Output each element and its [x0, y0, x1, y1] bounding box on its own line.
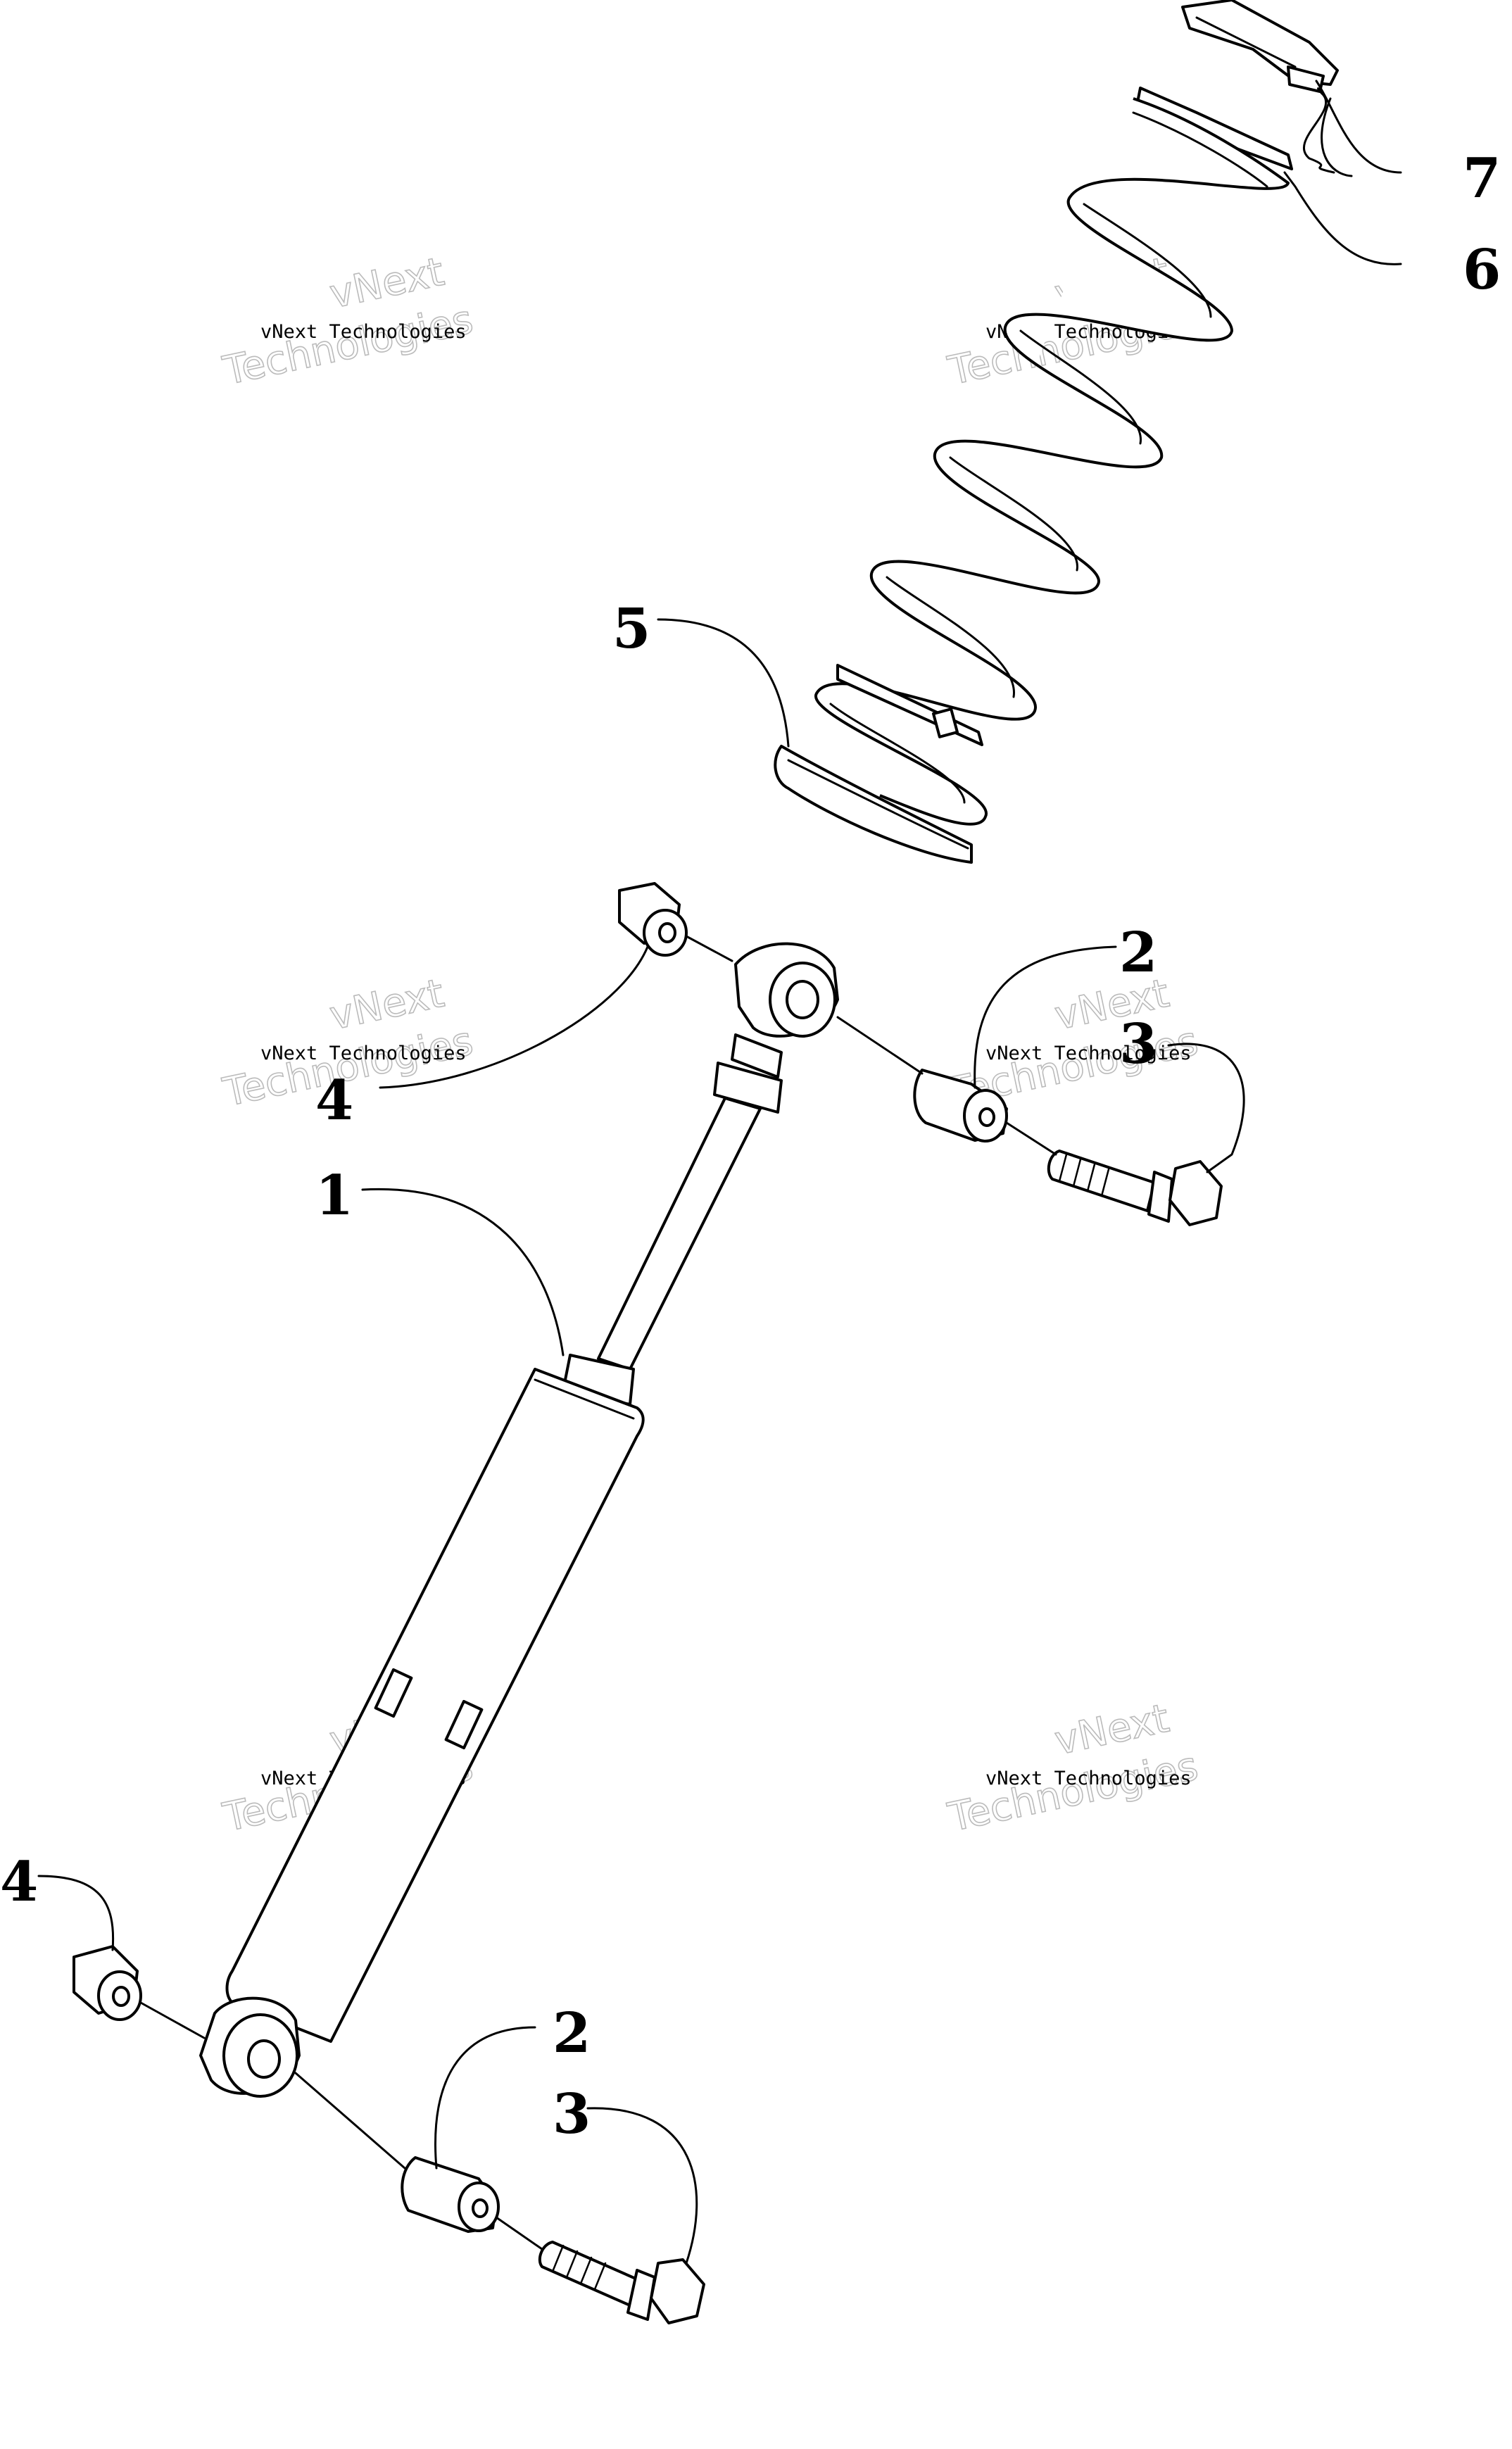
callout-2-top: 2 [1119, 921, 1157, 985]
hex-bolt-top-icon [1047, 1150, 1223, 1226]
callout-7: 7 [1463, 146, 1501, 210]
hex-nut-top-icon [618, 882, 688, 957]
spring-seat-lower-icon [774, 664, 983, 864]
watermark-top-left: vNext Technologies vNext Technologies [218, 248, 477, 395]
callout-4-bottom: 4 [0, 1850, 38, 1914]
svg-text:vNext Technologies: vNext Technologies [985, 1043, 1192, 1064]
spring-retainer-top-icon [1181, 0, 1339, 93]
shock-top-eye-icon [734, 942, 839, 1038]
callout-4-top: 4 [315, 1069, 353, 1133]
svg-text:vNext Technologies: vNext Technologies [985, 1768, 1192, 1789]
axis-line-top [685, 935, 1057, 1156]
bushing-sleeve-bottom-icon [401, 2156, 500, 2233]
hex-bolt-bottom-icon [538, 2241, 705, 2324]
bushing-sleeve-top-icon [913, 1069, 1008, 1142]
hex-nut-bottom-icon [73, 1945, 142, 2021]
shock-absorber-icon [199, 942, 839, 2098]
watermark-bottom-right: vNext Technologies vNext Technologies [943, 1695, 1202, 1842]
callout-6: 6 [1463, 238, 1501, 302]
callout-3-bottom: 3 [553, 2082, 591, 2146]
callout-1: 1 [315, 1164, 353, 1228]
shock-bottom-eye-icon [199, 1996, 301, 2098]
coil-spring-icon [814, 97, 1290, 826]
leader-lines [37, 80, 1402, 2265]
svg-text:vNext Technologies: vNext Technologies [260, 1043, 467, 1064]
axis-line-bottom [139, 2001, 543, 2250]
callout-5: 5 [612, 597, 650, 661]
svg-text:vNext Technologies: vNext Technologies [260, 321, 467, 343]
callout-3-top: 3 [1119, 1012, 1157, 1076]
callout-2-bottom: 2 [553, 2001, 591, 2065]
